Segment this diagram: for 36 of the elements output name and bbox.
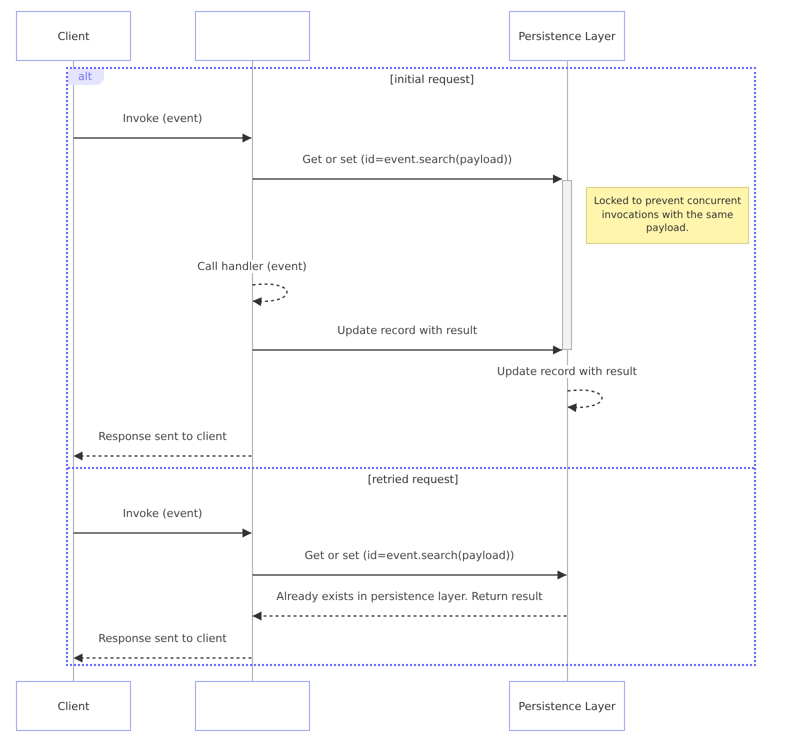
message-arrow [252, 612, 566, 620]
note-box [586, 187, 749, 244]
message-arrow [74, 134, 252, 142]
self-message-arrow [252, 284, 288, 306]
message-arrow [74, 528, 252, 538]
message-arrow [252, 570, 566, 580]
message-label: Invoke (event) [120, 112, 204, 125]
self-message-arrow [567, 390, 602, 412]
participant-box [509, 681, 625, 731]
message-label: Invoke (event) [120, 507, 204, 520]
activation-bar [562, 180, 572, 350]
condition-label: [retried request] [368, 473, 458, 486]
message-arrow [252, 346, 562, 354]
message-label: Already exists in persistence layer. Return result [274, 590, 545, 603]
participant-label: Persistence Layer [518, 30, 616, 42]
participant-box [195, 11, 310, 61]
participant-label: Client [58, 700, 90, 712]
condition-label: [initial request] [390, 73, 474, 86]
participant-box [16, 681, 131, 731]
message-arrow [74, 452, 252, 460]
message-label: Get or set (id=event.search(payload)) [300, 153, 514, 166]
participant-label: Persistence Layer [518, 700, 616, 712]
message-label: Call handler (event) [195, 260, 309, 273]
message-label: Response sent to client [96, 632, 229, 645]
participant-label: Client [58, 30, 90, 42]
message-arrow [252, 174, 562, 184]
message-label: Response sent to client [96, 430, 229, 443]
participant-box [509, 11, 625, 61]
participant-box [195, 681, 310, 731]
message-label: Update record with result [495, 365, 639, 378]
frame-operator-label: alt [68, 69, 104, 85]
note-text: Locked to prevent concurrent invocations with the same payload. [593, 195, 742, 236]
participant-box [16, 11, 131, 61]
message-arrow [74, 654, 252, 662]
message-label: Get or set (id=event.search(payload)) [302, 549, 516, 562]
message-label: Update record with result [335, 324, 480, 337]
